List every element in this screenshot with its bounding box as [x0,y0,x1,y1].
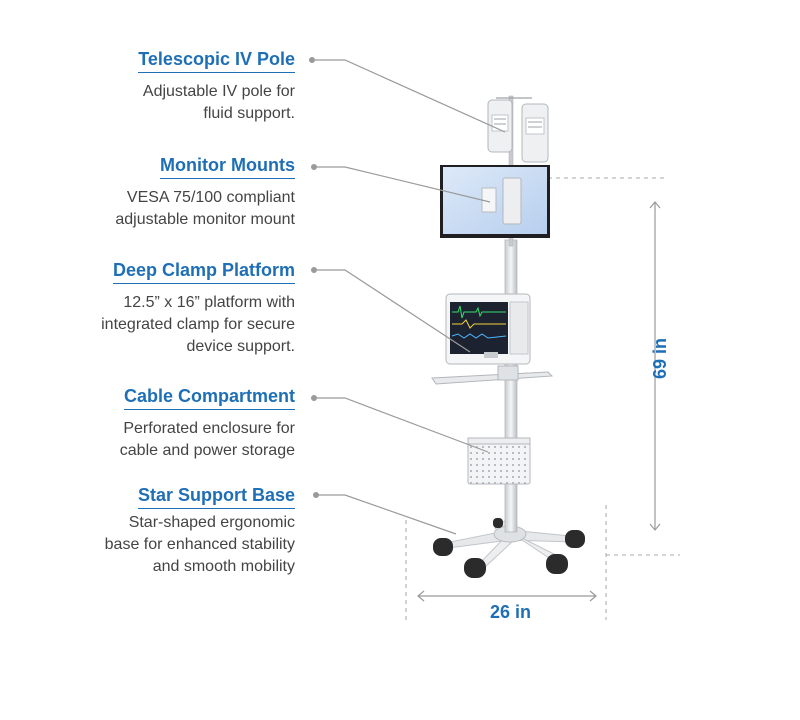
caster-wheels [433,518,585,578]
feature-telescopic-iv-pole: Telescopic IV Pole Adjustable IV pole fo… [138,48,295,125]
platform-shelf [431,371,554,385]
height-dimension-arrow [649,201,661,531]
feature-monitor-mounts: Monitor Mounts VESA 75/100 compliant adj… [115,154,295,231]
feature-description: Perforated enclosure for cable and power… [119,420,295,459]
feature-star-support-base: Star Support Base Star-shaped ergonomic … [105,484,295,578]
monitor-mount [440,165,550,238]
feature-title: Monitor Mounts [160,154,295,179]
dimension-guides [405,177,680,620]
iv-bags [487,97,549,163]
feature-title: Star Support Base [137,484,295,509]
feature-description: 12.5” x 16” platform with integrated cla… [101,294,295,355]
cable-compartment-box [467,437,531,485]
feature-title: Telescopic IV Pole [138,48,295,73]
feature-cable-compartment: Cable Compartment Perforated enclosure f… [120,385,295,462]
feature-title: Deep Clamp Platform [112,259,295,284]
feature-description: VESA 75/100 compliant adjustable monitor… [115,189,295,228]
feature-title: Cable Compartment [123,385,295,410]
device-on-platform [431,293,554,385]
feature-description: Star-shaped ergonomic base for enhanced … [104,514,295,575]
height-dimension-label: 69 in [650,337,671,380]
width-dimension-label: 26 in [490,602,532,622]
main-pole [504,239,518,533]
platform-clamp [497,365,519,381]
width-dimension-arrow [417,590,597,602]
leader-lines [309,57,506,535]
mount-clamp [502,177,522,225]
star-base [433,518,585,578]
feature-description: Adjustable IV pole for fluid support. [142,83,295,122]
feature-deep-clamp-platform: Deep Clamp Platform 12.5” x 16” platform… [101,259,295,358]
